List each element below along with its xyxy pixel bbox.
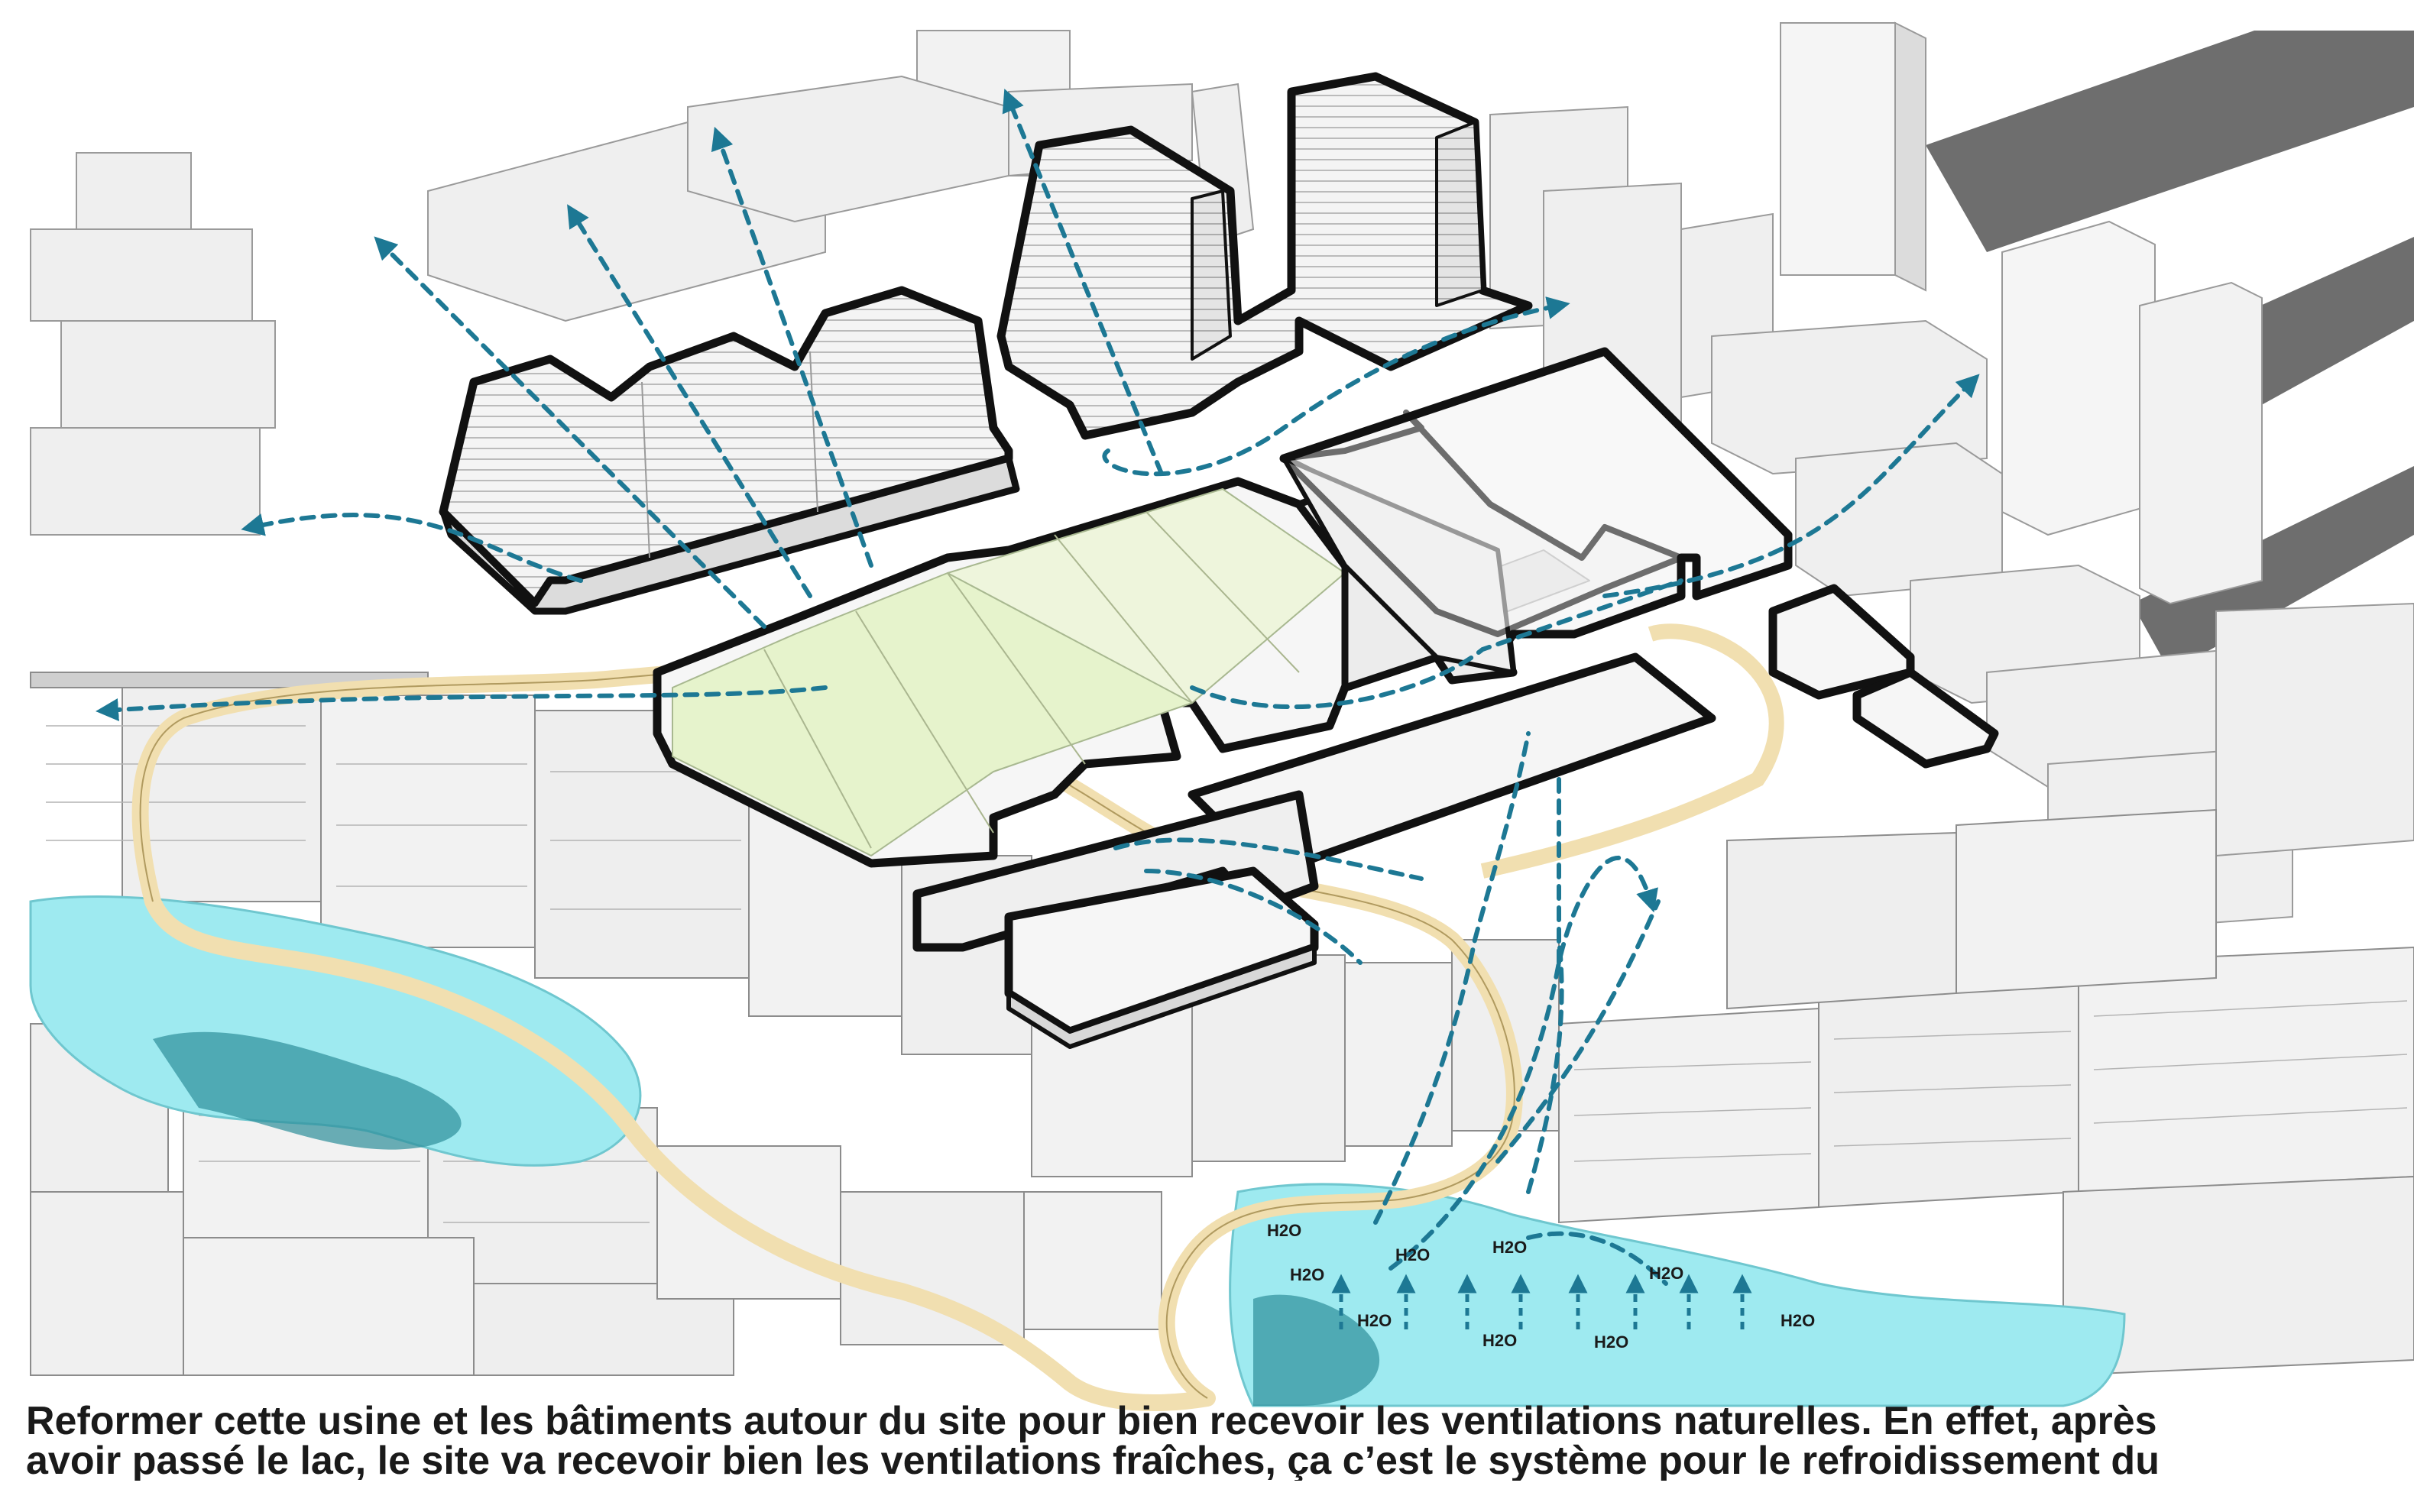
tower-shadow	[1926, 31, 2414, 252]
ventilation-arrow	[1388, 855, 1658, 1271]
h2o-label: H2O	[1357, 1311, 1392, 1330]
ventilation-arrow	[96, 685, 828, 721]
ventilation-arrow	[1113, 837, 1424, 881]
caption-line-1: Reformer cette usine et les bâtiments au…	[26, 1401, 2157, 1443]
ventilation-flows	[96, 89, 1980, 1286]
h2o-label: H2O	[1395, 1245, 1430, 1264]
pedestrian-path-loop	[1480, 623, 1784, 879]
ventilation-arrow	[1102, 296, 1570, 477]
h2o-label: H2O	[1594, 1332, 1628, 1352]
h2o-labels: H2O H2O H2O H2O H2O H2O H2O H2O H2O	[1267, 1221, 1815, 1352]
ventilation-arrow	[241, 513, 583, 583]
caption-line-2: avoir passé le lac, le site va recevoir …	[26, 1439, 2160, 1481]
evaporation-arrows	[1331, 1274, 1752, 1329]
annex-east	[1281, 410, 1684, 637]
ventilation-arrow	[1526, 937, 1564, 1194]
housing-towers-north	[996, 72, 1533, 440]
h2o-label: H2O	[1492, 1238, 1527, 1257]
diagram-caption: Reformer cette usine et les bâtiments au…	[26, 1401, 2403, 1481]
tower-shadow	[2132, 466, 2414, 672]
small-blocks-east	[1768, 584, 1999, 769]
lake-left-shadow	[153, 1031, 462, 1150]
ventilation-arrow	[1002, 89, 1164, 476]
context-block-group	[30, 75, 2414, 934]
ventilation-arrow	[1495, 899, 1661, 1164]
ventilation-arrow	[1373, 731, 1531, 1225]
lake-left	[29, 895, 642, 1167]
context-city	[30, 21, 2414, 1377]
ventilation-arrow	[374, 236, 766, 629]
h2o-label: H2O	[1267, 1221, 1301, 1240]
h2o-label: H2O	[1482, 1331, 1517, 1350]
ventilation-arrow	[1526, 1231, 1668, 1286]
lakes	[29, 895, 2126, 1407]
linear-blocks-south	[912, 652, 1716, 1049]
h2o-label: H2O	[1649, 1264, 1683, 1283]
ventilation-arrow	[1602, 374, 1980, 598]
ventilation-arrow	[567, 204, 812, 598]
h2o-label: H2O	[1781, 1311, 1815, 1330]
ventilation-arrow	[1190, 578, 1683, 710]
ventilation-arrow	[1144, 869, 1363, 965]
context-dense-fabric-right	[1558, 808, 2414, 1377]
lake-right-shadow	[1253, 1294, 1380, 1406]
housing-block-west	[439, 286, 1020, 615]
lake-right	[1229, 1183, 2126, 1407]
project-buildings	[439, 72, 1999, 1049]
h2o-label: H2O	[1290, 1265, 1324, 1284]
ventilation-arrow	[711, 126, 873, 568]
